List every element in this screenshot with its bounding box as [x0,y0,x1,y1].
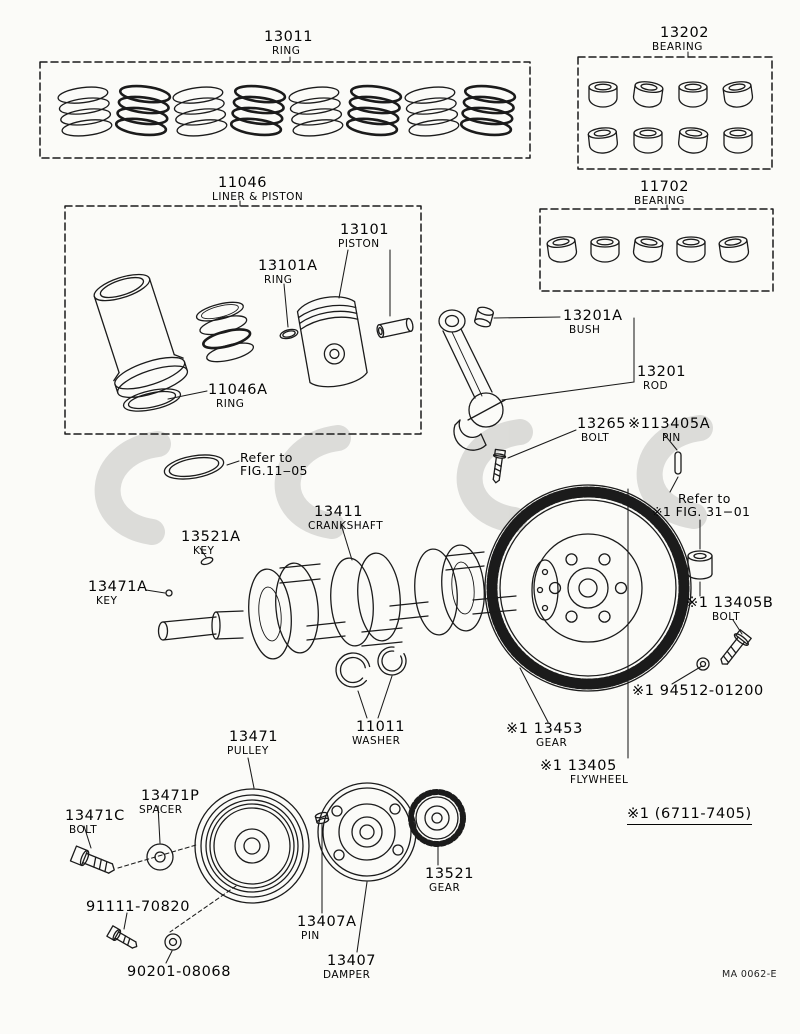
piston-drawing [296,296,368,388]
leader-lines [83,51,743,964]
connecting-rod-drawing [438,306,506,451]
footnote: ※1 (6711-7405) [627,806,752,826]
label-key-upper: 13521A KEY [181,529,241,558]
flywheel-washer-drawing [696,657,710,671]
label-gear: 13521 GEAR [425,866,475,895]
pilot-bush-drawing [687,550,713,580]
small-washer-drawing [164,933,182,951]
flywheel-drawing [484,484,692,692]
label-liner-piston-box: 11046 LINER & PISTON [212,175,304,204]
label-bolt-91111: 91111-70820 [86,899,191,915]
label-pulley: 13471 PULLEY [227,729,279,758]
label-bush: 13201A BUSH [563,308,623,337]
piston-pin-drawing [376,317,414,339]
label-piston: 13101 PISTON [338,222,390,251]
thrust-washer-rings [335,646,407,688]
label-rod: 13201 ROD [637,364,687,393]
label-damper-pin: 13407A PIN [297,914,357,943]
piston-ring-sets [56,82,518,140]
thrust-bearing-shells [545,234,751,265]
label-spacer: 13471P SPACER [139,788,200,817]
pulley-drawing [194,788,310,904]
spacer-drawing [146,843,174,871]
damper-drawing [317,782,417,882]
doc-code: MA 0062-E [722,969,777,980]
timing-gear-drawing [408,789,466,847]
label-washer-90201: 90201-08068 [127,964,232,980]
note-refer-fig-11-05: Refer to FIG.11‒05 [240,450,308,479]
label-rod-pin: ※113405A PIN [628,416,711,445]
label-flywheel: ※1 13405 FLYWHEEL [540,758,629,787]
rod-pin-drawing [674,451,682,475]
snap-ring-13101a [279,328,299,340]
cylinder-liner-drawing [93,273,189,399]
label-ring-gear: ※1 13453 GEAR [506,721,583,750]
label-damper: 13407 DAMPER [323,953,377,982]
label-pulley-bolt: 13471C BOLT [65,808,125,837]
label-bearings-lower-box: 11702 BEARING [634,179,690,208]
o-ring-drawing [163,454,225,480]
note-refer-fig-31-01: Refer to ※1 FIG. 31−01 [652,491,751,520]
label-rings-box: 13011 RING [264,29,314,58]
label-flywheel-bolt: ※1 13405B BOLT [686,595,774,624]
label-key-lower: 13471A KEY [88,579,148,608]
pulley-bolt-drawing [69,845,115,874]
label-flywheel-washer: ※1 94512-01200 [632,683,764,699]
crankshaft-drawing [157,544,559,660]
label-bearings-upper-box: 13202 BEARING [652,25,710,54]
label-crankshaft: 13411 CRANKSHAFT [308,504,384,533]
flywheel-bolt-drawing [720,629,752,665]
liner-gasket-ring [122,388,182,412]
rod-bolt-drawing [492,448,507,484]
label-liner-ring: 11046A RING [208,382,268,411]
group-boxes [39,56,774,435]
watermark [94,415,713,545]
woodruff-key-lower [165,589,173,597]
label-rod-bolt: 13265 BOLT [577,416,627,445]
piston-ring-stack [195,301,255,363]
damper-pin-drawing [314,811,330,825]
label-washer: 11011 WASHER [352,719,406,748]
woodruff-key-upper [200,556,214,566]
main-bearing-shells [587,79,755,156]
label-piston-ring: 13101A RING [258,258,318,287]
small-bolt-drawing [106,925,138,949]
